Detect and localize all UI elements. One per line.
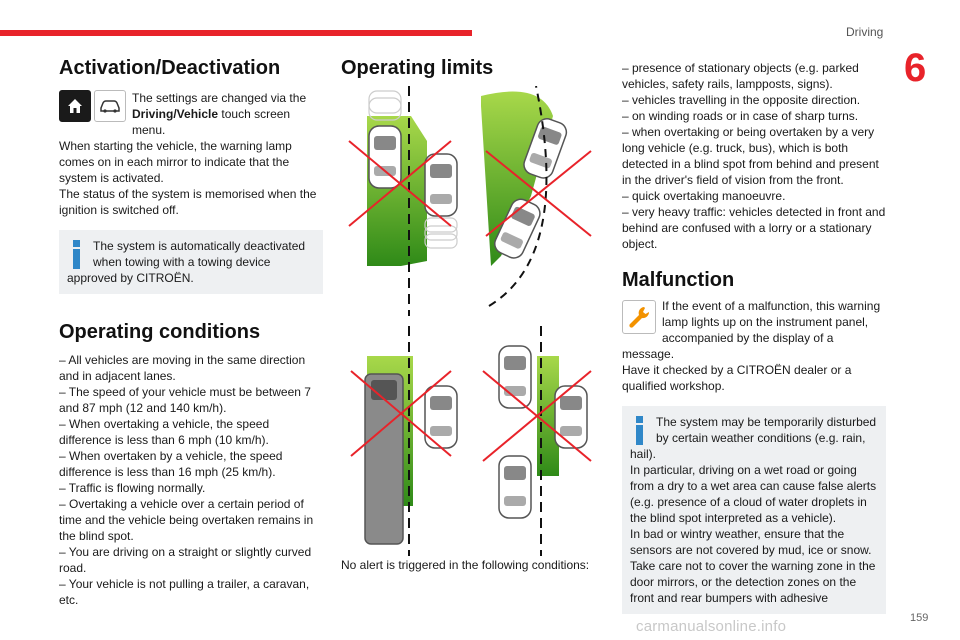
- list-item: – on winding roads or in case of sharp t…: [622, 109, 859, 123]
- list-item: – when overtaking or being overtaken by …: [622, 125, 879, 187]
- list-item: – very heavy traffic: vehicles detected …: [622, 205, 886, 251]
- malfunction-paragraph: If the event of a malfunction, this warn…: [622, 299, 881, 361]
- list-item: – When overtaken by a vehicle, the speed…: [59, 449, 283, 479]
- conditions-list: – All vehicles are moving in the same di…: [59, 352, 323, 608]
- section-title: Driving: [846, 25, 884, 39]
- figure-caption: No alert is triggered in the following c…: [341, 558, 590, 572]
- list-item: – vehicles travelling in the opposite di…: [622, 93, 861, 107]
- menu-icons: [59, 90, 126, 122]
- vehicle-icon: [94, 90, 126, 122]
- info-weather-3: In bad or wintry weather, ensure that th…: [630, 527, 876, 605]
- heading-activation: Activation/Deactivation: [59, 57, 281, 79]
- list-item: – Your vehicle is not pulling a trailer,…: [59, 577, 310, 607]
- list-item: – You are driving on a straight or sligh…: [59, 545, 312, 575]
- info-weather-2: In particular, driving on a wet road or …: [630, 463, 877, 525]
- info-weather-1: The system may be temporarily disturbed …: [630, 415, 877, 461]
- home-icon: [59, 90, 91, 122]
- chapter-number: 6: [904, 46, 927, 90]
- list-item: – The speed of your vehicle must be betw…: [59, 385, 311, 415]
- start-paragraph: When starting the vehicle, the warning l…: [59, 139, 292, 185]
- limits-list: – presence of stationary objects (e.g. p…: [622, 60, 886, 252]
- column-left: Activation/Deactivation The settings are…: [59, 56, 323, 608]
- info-box-towing: The system is automatically deactivated …: [59, 230, 323, 294]
- info-box-weather: The system may be temporarily disturbed …: [622, 406, 886, 614]
- scene-long-vehicle: [350, 326, 458, 556]
- list-item: – All vehicles are moving in the same di…: [59, 353, 306, 383]
- heading-operating-limits: Operating limits: [341, 57, 494, 79]
- menu-name: Driving/Vehicle: [132, 107, 219, 121]
- info-icon: [67, 240, 87, 269]
- info-icon: [630, 416, 650, 445]
- info-towing-text: The system is automatically deactivated …: [67, 239, 306, 285]
- list-item: – presence of stationary objects (e.g. p…: [622, 61, 859, 91]
- heading-malfunction: Malfunction: [622, 269, 735, 291]
- scene-stationary-object: [348, 86, 458, 316]
- column-right: – presence of stationary objects (e.g. p…: [622, 60, 886, 614]
- list-item: – Overtaking a vehicle over a certain pe…: [59, 497, 314, 543]
- list-item: – When overtaking a vehicle, the speed d…: [59, 417, 270, 447]
- list-item: – Traffic is flowing normally.: [59, 481, 206, 495]
- page-number: 159: [910, 612, 929, 624]
- memory-paragraph: The status of the system is memorised wh…: [59, 187, 317, 217]
- header-accent-bar: [0, 30, 472, 36]
- scene-sharp-turn: [481, 85, 592, 307]
- operating-limits-illustration: [341, 85, 599, 556]
- wrench-warning-icon: [622, 300, 656, 334]
- list-item: – quick overtaking manoeuvre.: [622, 189, 786, 203]
- watermark: carmanualsonline.info: [636, 618, 787, 635]
- settings-paragraph: The settings are changed via the Driving…: [132, 91, 307, 137]
- malfunction-dealer: Have it checked by a CITROËN dealer or a…: [622, 363, 852, 393]
- scene-heavy-traffic: [482, 326, 592, 556]
- heading-operating-conditions: Operating conditions: [59, 321, 261, 343]
- column-middle: Operating limits: [341, 56, 599, 80]
